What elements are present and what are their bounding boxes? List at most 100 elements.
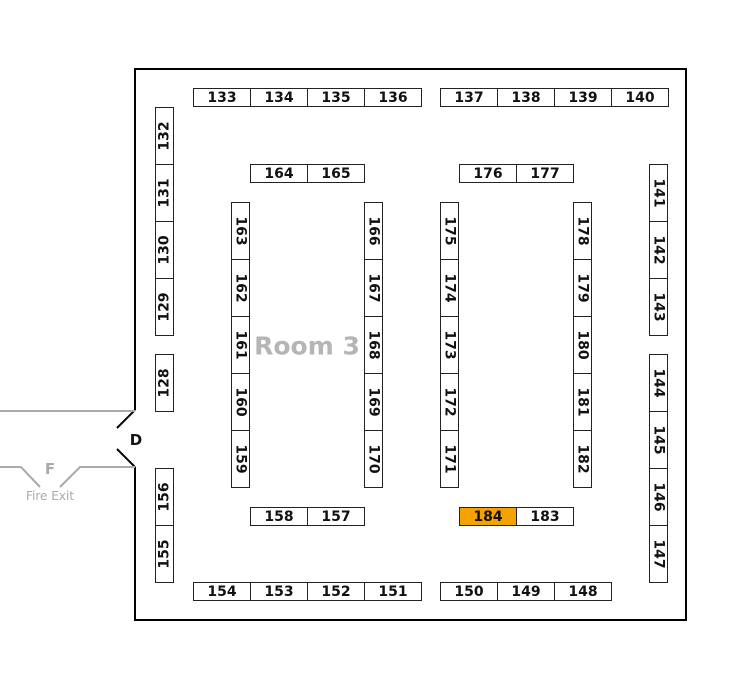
booth-130[interactable]: 130 (155, 221, 174, 279)
booth-135[interactable]: 135 (307, 88, 365, 107)
booth-number: 148 (568, 583, 598, 600)
booth-178[interactable]: 178 (573, 202, 592, 260)
booth-179[interactable]: 179 (573, 259, 592, 317)
booth-number: 136 (378, 89, 408, 106)
booth-150[interactable]: 150 (440, 582, 498, 601)
booth-number: 174 (441, 273, 458, 303)
booth-number: 143 (650, 292, 667, 322)
booth-145[interactable]: 145 (649, 411, 668, 469)
booth-number: 135 (321, 89, 351, 106)
booth-170[interactable]: 170 (364, 430, 383, 488)
booth-134[interactable]: 134 (250, 88, 308, 107)
booth-number: 131 (156, 178, 173, 208)
booth-number: 132 (156, 121, 173, 151)
booth-number: 162 (232, 273, 249, 303)
booth-129[interactable]: 129 (155, 278, 174, 336)
booth-142[interactable]: 142 (649, 221, 668, 279)
booth-number: 133 (207, 89, 237, 106)
booth-168[interactable]: 168 (364, 316, 383, 374)
booth-176[interactable]: 176 (459, 164, 517, 183)
booth-number: 184 (473, 508, 503, 525)
booth-number: 161 (232, 330, 249, 360)
booth-143[interactable]: 143 (649, 278, 668, 336)
booth-number: 160 (232, 387, 249, 417)
booth-161[interactable]: 161 (231, 316, 250, 374)
booth-number: 129 (156, 292, 173, 322)
booth-number: 165 (321, 165, 351, 182)
booth-163[interactable]: 163 (231, 202, 250, 260)
booth-137[interactable]: 137 (440, 88, 498, 107)
booth-181[interactable]: 181 (573, 373, 592, 431)
booth-174[interactable]: 174 (440, 259, 459, 317)
booth-number: 128 (156, 368, 173, 398)
booth-136[interactable]: 136 (364, 88, 422, 107)
booth-number: 173 (441, 330, 458, 360)
booth-number: 175 (441, 216, 458, 246)
booth-147[interactable]: 147 (649, 525, 668, 583)
booth-133[interactable]: 133 (193, 88, 251, 107)
booth-number: 171 (441, 444, 458, 474)
booth-156[interactable]: 156 (155, 468, 174, 526)
booth-171[interactable]: 171 (440, 430, 459, 488)
booth-number: 182 (574, 444, 591, 474)
booth-175[interactable]: 175 (440, 202, 459, 260)
fire-exit-letter: F (44, 460, 56, 478)
booth-162[interactable]: 162 (231, 259, 250, 317)
booth-number: 152 (321, 583, 351, 600)
booth-number: 142 (650, 235, 667, 265)
booth-177[interactable]: 177 (516, 164, 574, 183)
booth-148[interactable]: 148 (554, 582, 612, 601)
booth-number: 169 (365, 387, 382, 417)
booth-139[interactable]: 139 (554, 88, 612, 107)
booth-128[interactable]: 128 (155, 354, 174, 412)
fire-exit-label: Fire Exit (26, 489, 74, 503)
booth-number: 163 (232, 216, 249, 246)
booth-164[interactable]: 164 (250, 164, 308, 183)
booth-155[interactable]: 155 (155, 525, 174, 583)
booth-160[interactable]: 160 (231, 373, 250, 431)
booth-number: 179 (574, 273, 591, 303)
booth-number: 156 (156, 482, 173, 512)
booth-182[interactable]: 182 (573, 430, 592, 488)
door-label: D (129, 431, 143, 449)
booth-132[interactable]: 132 (155, 107, 174, 165)
booth-141[interactable]: 141 (649, 164, 668, 222)
booth-number: 180 (574, 330, 591, 360)
booth-146[interactable]: 146 (649, 468, 668, 526)
booth-154[interactable]: 154 (193, 582, 251, 601)
booth-180[interactable]: 180 (573, 316, 592, 374)
booth-number: 144 (650, 368, 667, 398)
booth-169[interactable]: 169 (364, 373, 383, 431)
booth-166[interactable]: 166 (364, 202, 383, 260)
booth-184[interactable]: 184 (459, 507, 517, 526)
room-outline (116, 68, 687, 621)
booth-131[interactable]: 131 (155, 164, 174, 222)
booth-152[interactable]: 152 (307, 582, 365, 601)
booth-number: 157 (321, 508, 351, 525)
booth-number: 170 (365, 444, 382, 474)
booth-number: 145 (650, 425, 667, 455)
booth-183[interactable]: 183 (516, 507, 574, 526)
booth-144[interactable]: 144 (649, 354, 668, 412)
booth-number: 154 (207, 583, 237, 600)
booth-157[interactable]: 157 (307, 507, 365, 526)
booth-number: 155 (156, 539, 173, 569)
booth-number: 178 (574, 216, 591, 246)
booth-number: 176 (473, 165, 503, 182)
booth-167[interactable]: 167 (364, 259, 383, 317)
booth-153[interactable]: 153 (250, 582, 308, 601)
booth-140[interactable]: 140 (611, 88, 669, 107)
booth-173[interactable]: 173 (440, 316, 459, 374)
booth-number: 140 (625, 89, 655, 106)
booth-138[interactable]: 138 (497, 88, 555, 107)
booth-172[interactable]: 172 (440, 373, 459, 431)
booth-158[interactable]: 158 (250, 507, 308, 526)
booth-151[interactable]: 151 (364, 582, 422, 601)
booth-number: 181 (574, 387, 591, 417)
booth-number: 149 (511, 583, 541, 600)
booth-159[interactable]: 159 (231, 430, 250, 488)
booth-165[interactable]: 165 (307, 164, 365, 183)
booth-149[interactable]: 149 (497, 582, 555, 601)
